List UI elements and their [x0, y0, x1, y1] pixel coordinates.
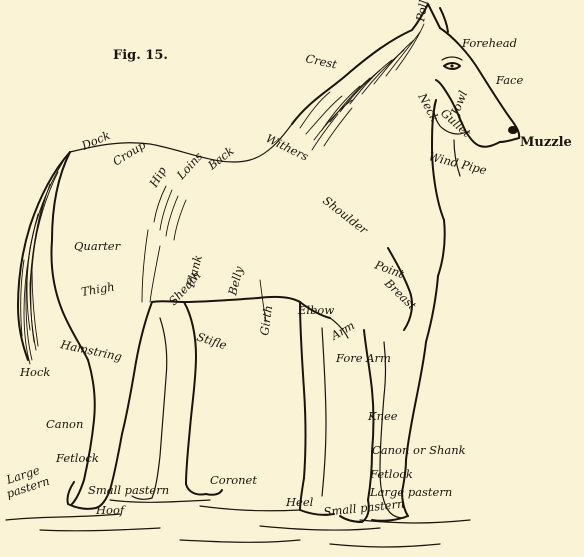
label-poll: Poll — [413, 0, 431, 24]
label-belly: Belly — [225, 265, 246, 298]
label-breast: Breast — [381, 275, 419, 313]
nostril-mark — [508, 126, 518, 134]
label-girth: Girth — [257, 304, 275, 336]
label-heel: Heel — [285, 495, 314, 509]
label-face: Face — [495, 73, 523, 87]
tail-outline — [18, 152, 70, 360]
label-large-pastern-front: Large pastern — [369, 485, 452, 499]
label-fore-arm: Fore Arm — [335, 351, 391, 365]
label-arm: Arm — [328, 318, 357, 343]
label-wind-pipe: Wind Pipe — [427, 149, 488, 177]
label-hamstring: Hamstring — [58, 337, 123, 364]
label-coronet: Coronet — [210, 473, 257, 487]
horse-illustration — [6, 4, 519, 547]
label-back: Back — [204, 144, 236, 173]
part-labels: Poll Forehead Face Muzzle Crest Neck Gul… — [4, 0, 572, 519]
label-hoof: Hoof — [95, 503, 126, 517]
label-fetlock-front: Fetlock — [369, 467, 413, 481]
label-croup: Croup — [110, 137, 148, 168]
label-stifle: Stifle — [195, 330, 229, 353]
label-canon-or-shank: Canon or Shank — [372, 443, 466, 457]
label-thigh: Thigh — [80, 279, 115, 299]
label-shoulder: Shoulder — [320, 193, 372, 238]
label-hock: Hock — [19, 365, 50, 379]
label-crest: Crest — [304, 51, 338, 71]
label-elbow: Elbow — [297, 303, 334, 317]
label-loins: Loins — [173, 149, 205, 183]
label-small-pastern-front: Small pastern — [323, 497, 405, 519]
label-knee: Knee — [367, 409, 398, 423]
label-dock: Dock — [79, 128, 113, 153]
label-forehead: Forehead — [461, 36, 517, 50]
label-withers: Withers — [264, 131, 311, 164]
figure-title: Fig. 15. — [113, 48, 168, 63]
label-canon-rear: Canon — [46, 417, 83, 431]
label-neck: Neck — [415, 90, 442, 124]
label-muzzle: Muzzle — [520, 135, 572, 150]
label-fetlock-rear: Fetlock — [55, 451, 99, 465]
label-small-pastern-rear: Small pastern — [88, 483, 169, 497]
label-quarter: Quarter — [74, 239, 122, 253]
